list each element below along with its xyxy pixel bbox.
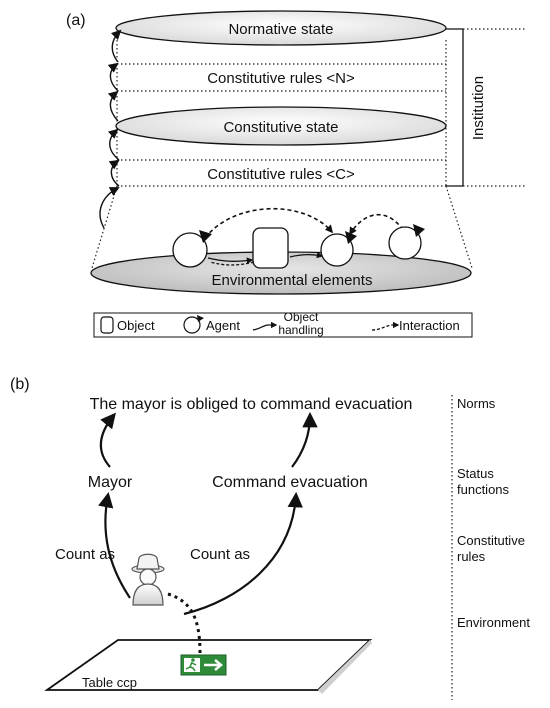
- constitutive-rules-c-label: Constitutive rules <C>: [207, 166, 355, 183]
- normative-state-ellipse: [115, 10, 447, 46]
- level-status-1: Status: [457, 466, 494, 481]
- normative-state-label: Normative state: [228, 21, 333, 38]
- command-evacuation-label: Command evacuation: [212, 474, 368, 491]
- legend-object: Object: [117, 318, 155, 333]
- count-as-right: Count as: [190, 546, 250, 563]
- legend-object-handling-1: Object: [284, 310, 319, 324]
- constitutive-rules-n-label: Constitutive rules <N>: [207, 70, 355, 87]
- environment-elements: [172, 207, 425, 269]
- legend-object-handling-2: handling: [278, 323, 323, 337]
- object-icon: [252, 227, 289, 269]
- level-constitutive-1: Constitutive: [457, 533, 525, 548]
- legend-agent: Agent: [206, 318, 240, 333]
- exit-sign-icon: [180, 654, 227, 676]
- panel-a-label: (a): [66, 12, 86, 29]
- legend-interaction: Interaction: [399, 318, 460, 333]
- agent-icon: [172, 232, 208, 268]
- object-handling-icon: [252, 321, 278, 331]
- table-label: Table ccp: [82, 675, 137, 690]
- institution-label: Institution: [470, 76, 487, 140]
- person-to-command-arrow: [183, 491, 303, 616]
- institution-bracket: [446, 28, 525, 187]
- object-icon: [100, 316, 114, 334]
- level-constitutive-2: rules: [457, 549, 486, 564]
- interaction-icon: [371, 321, 400, 331]
- level-status-2: functions: [457, 482, 510, 497]
- norm-statement: The mayor is obliged to command evacuati…: [90, 396, 413, 413]
- person-icon: [131, 553, 165, 606]
- mayor-to-norm-arrow: [99, 412, 116, 468]
- legend: Object Agent Object handling Interaction: [93, 310, 473, 338]
- command-to-norm-arrow: [291, 411, 318, 468]
- person-exit-link: [167, 592, 202, 655]
- mayor-label: Mayor: [88, 474, 133, 491]
- emergence-arrows: [99, 29, 122, 229]
- agent-icon: [320, 233, 354, 267]
- constitutive-state-label: Constitutive state: [223, 119, 338, 136]
- agent-icon: [183, 316, 201, 334]
- person-to-mayor-arrow: [98, 491, 131, 599]
- environmental-elements-label: Environmental elements: [212, 272, 373, 289]
- count-as-left: Count as: [55, 546, 115, 563]
- level-environment: Environment: [457, 615, 530, 630]
- agent-icon: [388, 226, 422, 260]
- panel-b-label: (b): [10, 376, 30, 393]
- level-norms: Norms: [457, 396, 496, 411]
- constitutive-state-ellipse: [115, 106, 447, 146]
